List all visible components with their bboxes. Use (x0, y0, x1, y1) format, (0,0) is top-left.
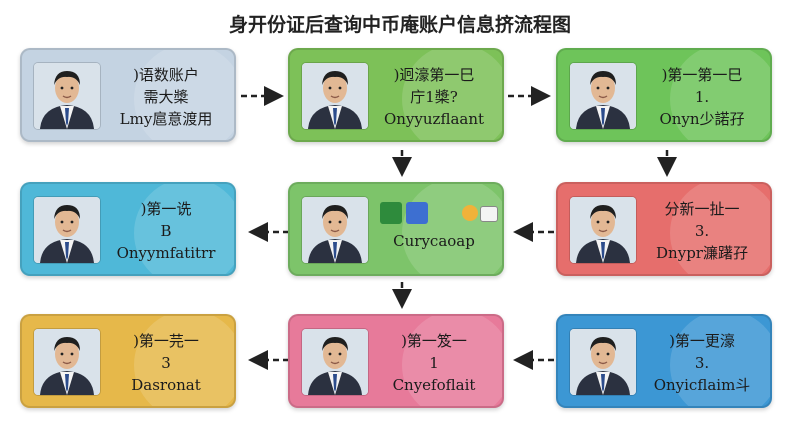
avatar-photo (570, 329, 636, 395)
diagram-title: 身开份证后查询中币庵账户信息挤流程图 (228, 14, 571, 36)
avatar-photo (570, 63, 636, 129)
card-9-line-3: Onyicflaim斗 (653, 376, 751, 394)
step-card-8: )第一笈一 1 Cnyefoflait (288, 314, 504, 408)
step-card-4: )第一诜 B Onyymfatitrr (20, 182, 236, 276)
card-1-line-3: Lmy扈意渡用 (119, 110, 213, 128)
card-4-line-2: B (160, 222, 172, 240)
avatar-photo (302, 197, 368, 263)
avatar-photo (570, 197, 636, 263)
card-6-line-1: 分新一扯一 (664, 200, 740, 218)
avatar-photo (34, 63, 100, 129)
card-2-line-3: Onyyuzflaant (383, 110, 485, 128)
play-icon (480, 206, 498, 222)
green-app-icon (380, 202, 402, 224)
card-2-line-2: 庁1槳? (410, 88, 458, 106)
card-2-line-1: )迥濠第一巳 (393, 66, 475, 84)
card-6-line-3: Dnypr濂躇孖 (656, 244, 748, 262)
step-card-2: )迥濠第一巳 庁1槳? Onyyuzflaant (288, 48, 504, 142)
step-card-6: 分新一扯一 3. Dnypr濂躇孖 (556, 182, 772, 276)
card-5-line-1: Curycaoap (393, 232, 475, 250)
card-7-line-3: Dasronat (131, 376, 201, 394)
step-card-9: )第一更濠 3. Onyicflaim斗 (556, 314, 772, 408)
card-4-line-1: )第一诜 (140, 200, 192, 218)
card-7-line-2: 3 (161, 354, 171, 372)
card-1-line-1: )语数账户 (133, 66, 199, 84)
card-9-line-2: 3. (694, 354, 710, 372)
card-1-line-2: 需大槳 (143, 88, 189, 106)
avatar-photo (34, 197, 100, 263)
card-6-line-2: 3. (694, 222, 710, 240)
card-7-line-1: )第一芫一 (133, 332, 199, 350)
card-8-line-3: Cnyefoflait (392, 376, 476, 394)
step-card-5: Curycaoap (288, 182, 504, 276)
person-card-icon (406, 202, 428, 224)
card-3-line-3: Onyn少諾孖 (659, 110, 745, 128)
coin-icon (462, 205, 478, 221)
app-icon-row (380, 202, 500, 226)
card-8-line-2: 1 (429, 354, 439, 372)
card-4-line-3: Onyymfatitrr (116, 244, 216, 262)
step-card-1: )语数账户 需大槳 Lmy扈意渡用 (20, 48, 236, 142)
step-card-3: )第一第一巳 1. Onyn少諾孖 (556, 48, 772, 142)
avatar-photo (302, 63, 368, 129)
card-8-line-1: )第一笈一 (401, 332, 467, 350)
card-3-line-1: )第一第一巳 (661, 66, 743, 84)
avatar-photo (302, 329, 368, 395)
step-card-7: )第一芫一 3 Dasronat (20, 314, 236, 408)
avatar-photo (34, 329, 100, 395)
card-9-line-1: )第一更濠 (669, 332, 735, 350)
card-3-line-2: 1. (694, 88, 710, 106)
